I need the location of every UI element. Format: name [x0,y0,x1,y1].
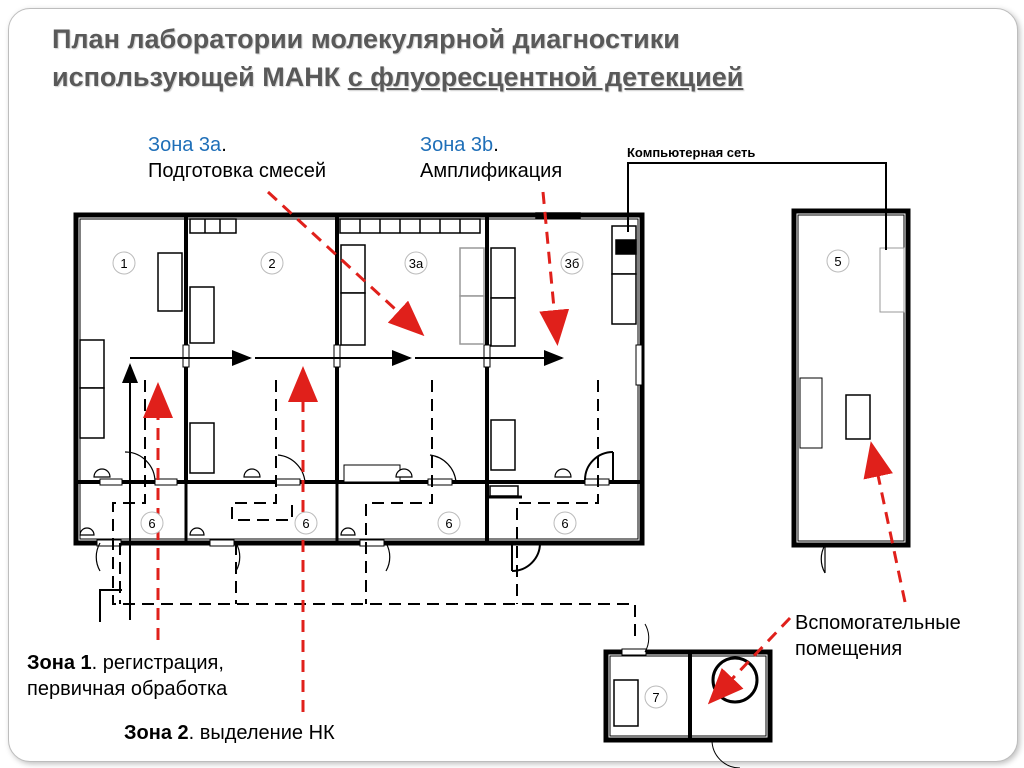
network-label: Компьютерная сеть [627,145,755,160]
zone-3b-dot: . [493,134,499,156]
title-line-2-plain: использующей МАНК [52,62,348,92]
zone-3a-desc: Подготовка смесей [148,160,326,182]
top-cabinets [189,212,581,234]
room-number-badges [112,249,850,709]
network-cable [627,162,887,250]
sinks [79,468,572,536]
building-5-walls [791,208,911,574]
zone-3a-title: Зона 3а. [148,132,326,158]
room-number-6b: 6 [302,516,309,531]
room-number-3b: 3б [565,256,580,271]
room-number-6d: 6 [561,516,568,531]
zone-3b-name: Зона 3b [420,134,494,156]
aux-rooms-line2: помещения [795,638,903,660]
slide-title: План лаборатории молекулярной диагностик… [52,20,952,96]
zone-2-name: Зона 2 [124,722,189,744]
slide-frame [8,8,1018,762]
room-number-7: 7 [652,690,659,705]
zone-3b-title: Зона 3b. [420,132,562,158]
zone-1-desc: . регистрация, [91,652,224,674]
furniture [79,225,637,497]
aux-rooms-label: Вспомогательные помещения [795,610,961,662]
zone-1-title: Зона 1. регистрация, [27,650,227,676]
room-number-6c: 6 [445,516,452,531]
zone-3b-label: Зона 3b. Амплификация [420,132,562,184]
dashed-paths [112,380,636,640]
aux-rooms-line1: Вспомогательные [795,612,961,634]
zone-3a-label: Зона 3а. Подготовка смесей [148,132,326,184]
room-number-2: 2 [268,256,275,271]
room-number-6a: 6 [148,516,155,531]
zone-2-desc: . выделение НК [188,722,335,744]
zone-1-label: Зона 1. регистрация, первичная обработка [27,650,227,702]
title-line-1: План лаборатории молекулярной диагностик… [52,24,680,54]
room-numbers: 1 2 3а 3б 5 6 6 6 6 7 [120,254,841,705]
room-number-3a: 3а [409,256,424,271]
title-line-2: использующей МАНК с флуоресцентной детек… [52,58,952,96]
zone-2-label: Зона 2. выделение НК [124,720,335,746]
zone-3b-desc: Амплификация [420,160,563,182]
zone-1-name: Зона 1 [27,652,92,674]
title-line-2-underlined: с флуоресцентной детекцией [347,62,744,92]
flow-path [99,350,564,622]
zone-1-desc2: первичная обработка [27,678,228,700]
zone-3a-dot: . [221,134,227,156]
building-7-walls [603,623,773,768]
room-number-5: 5 [834,254,841,269]
zone-3a-name: Зона 3а [148,134,222,156]
room-number-1: 1 [120,256,127,271]
